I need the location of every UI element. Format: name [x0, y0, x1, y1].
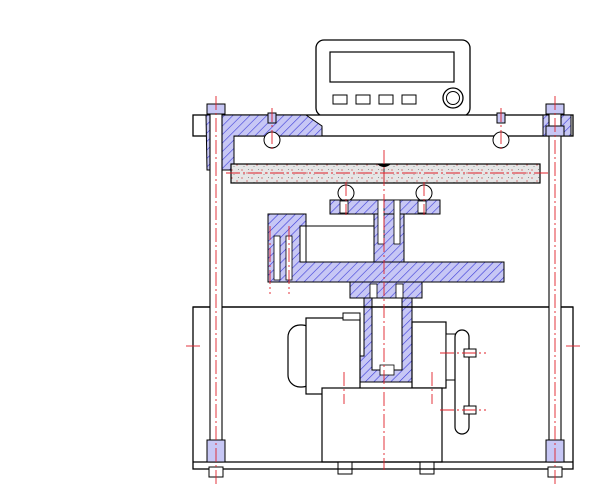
display-button-3 — [378, 94, 394, 105]
lower-column — [349, 281, 423, 383]
display-button-4 — [401, 94, 417, 105]
centerlines — [186, 96, 580, 484]
top-plate — [192, 112, 574, 171]
display-button-2 — [355, 94, 371, 105]
specimen-board — [230, 163, 541, 184]
clamp-arm — [267, 213, 505, 283]
lower-housing — [192, 306, 574, 470]
display-screen — [329, 51, 455, 83]
motor — [287, 312, 467, 475]
display-unit — [315, 39, 471, 117]
loading-fixture — [329, 184, 441, 263]
display-button-1 — [332, 94, 348, 105]
pulley — [454, 329, 477, 435]
